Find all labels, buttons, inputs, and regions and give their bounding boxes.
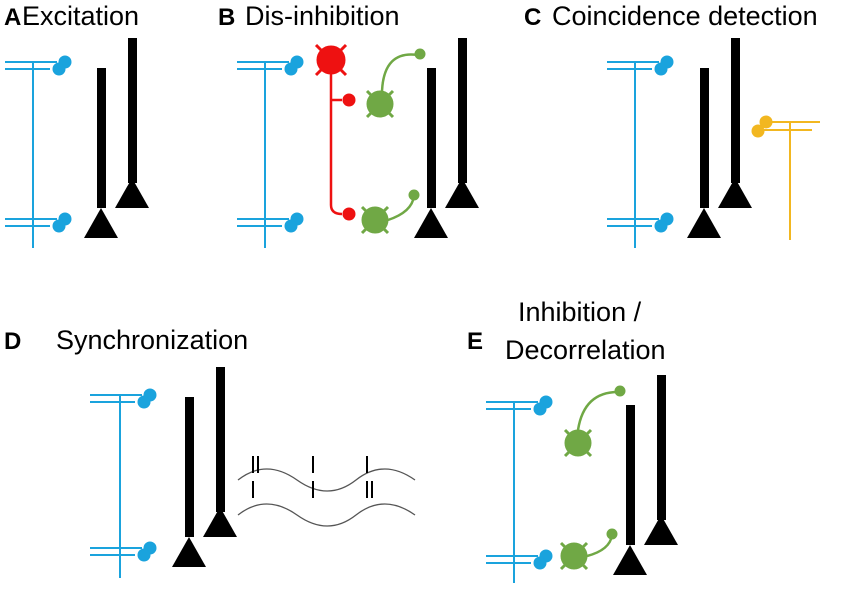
- pyramidal-neurons: [172, 367, 237, 567]
- pyramidal-neurons: [414, 38, 479, 238]
- oscillation-traces: [237, 468, 416, 527]
- disinhibitory-interneuron: [314, 43, 356, 221]
- excitatory-input-axon: [4, 55, 72, 248]
- excitatory-input-axon: [89, 388, 157, 578]
- panel-title: Dis-inhibition: [245, 1, 400, 31]
- panel-a: A Excitation: [4, 1, 149, 248]
- pyramidal-neurons: [84, 38, 149, 238]
- excitatory-input-axon: [606, 55, 674, 248]
- pyramidal-neurons: [687, 38, 752, 238]
- panel-d: D Synchronization: [4, 325, 416, 578]
- inhibitory-interneuron: [360, 48, 426, 235]
- panel-label: B: [218, 4, 235, 31]
- inhibitory-interneuron: [559, 385, 626, 571]
- excitatory-input-axon: [236, 55, 304, 248]
- panel-title: Synchronization: [56, 325, 248, 355]
- panel-c: C Coincidence detection: [524, 1, 820, 248]
- panel-title-line2: Decorrelation: [505, 335, 666, 365]
- panel-label: C: [524, 4, 541, 31]
- coincident-input-axon: [751, 115, 820, 240]
- panel-label: E: [467, 328, 483, 355]
- panel-title: Coincidence detection: [552, 1, 818, 31]
- spike-markers: [252, 456, 373, 498]
- pyramidal-neurons: [613, 375, 678, 575]
- panel-title: Excitation: [22, 1, 139, 31]
- panel-title-line1: Inhibition /: [518, 297, 642, 327]
- panel-label: A: [4, 4, 21, 31]
- panel-label: D: [4, 328, 21, 355]
- excitatory-input-axon: [485, 395, 553, 583]
- panel-b: B Dis-inhibition: [218, 1, 479, 248]
- panel-e: E Inhibition / Decorrelation: [467, 297, 678, 583]
